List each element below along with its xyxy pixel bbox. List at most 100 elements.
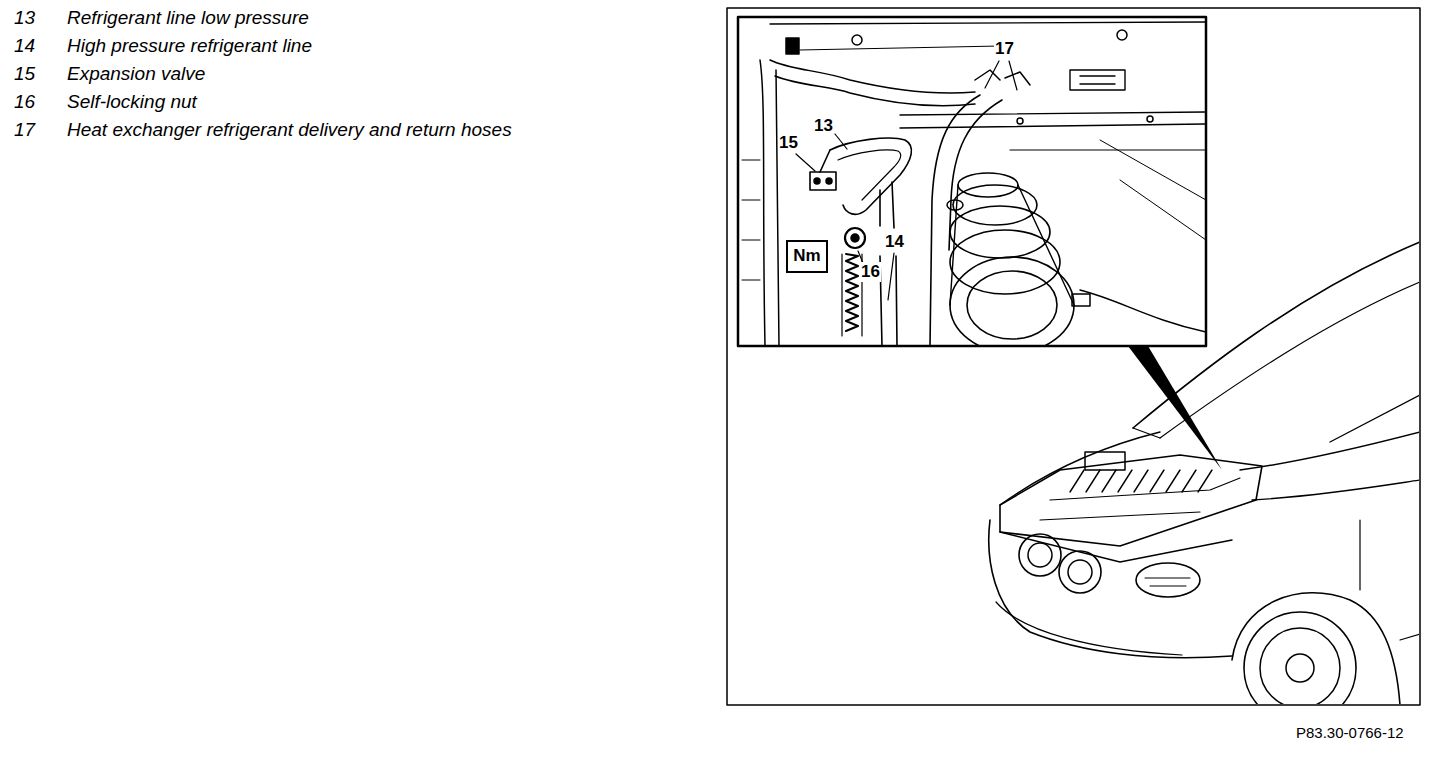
- clip-part: [786, 38, 799, 54]
- callout-number-holder: 13: [813, 116, 834, 136]
- leader-line: [835, 134, 847, 149]
- expansion-valve: [810, 172, 836, 190]
- engine-cover: [1040, 512, 1200, 520]
- valve-bolt: [814, 178, 820, 184]
- low-pressure-line: [820, 150, 830, 172]
- legend-number-holder: 17: [14, 119, 35, 141]
- grille-lamp: [1068, 560, 1092, 584]
- air-intake-duct: [950, 185, 1074, 305]
- leader-line: [888, 253, 894, 300]
- cowl-bar: [900, 112, 1205, 115]
- detail-frame: [738, 17, 1206, 346]
- engine-rib: [1118, 470, 1132, 492]
- grille-lamp: [1019, 534, 1061, 576]
- bolt-hole: [852, 35, 862, 45]
- legend-number-holder: 15: [14, 63, 35, 85]
- bolt: [1147, 116, 1153, 122]
- leader-line: [1009, 61, 1017, 90]
- headlight: [1136, 563, 1200, 597]
- torque-symbol-box: Nm: [786, 240, 828, 273]
- leader-line: [985, 61, 999, 88]
- grille-lamp: [1059, 551, 1101, 593]
- cowl-bar: [900, 124, 1205, 128]
- refrigerant-line-loop: [830, 138, 911, 214]
- body-side-line: [1252, 480, 1419, 500]
- engine-rib: [1070, 470, 1084, 492]
- part-description: Heat exchanger refrigerant delivery and …: [67, 119, 512, 141]
- part-description-holder: Refrigerant line low pressure: [67, 7, 309, 29]
- callout-number-holder: 16: [860, 262, 881, 282]
- panel-line: [1100, 140, 1205, 240]
- engine-rib: [1166, 470, 1180, 492]
- nut-centre: [851, 234, 859, 242]
- engine-rib: [1102, 470, 1116, 492]
- engine-rib: [1198, 470, 1212, 492]
- part-description: Self-locking nut: [67, 91, 197, 113]
- bumper-lower: [996, 602, 1182, 655]
- callout-number-holder: 14: [884, 232, 905, 252]
- callout-number-holder: 17: [994, 39, 1015, 59]
- legend-number: 17: [14, 119, 35, 141]
- air-intake-duct: [967, 271, 1057, 339]
- corrugated-hose: [846, 254, 858, 331]
- wheel-hub: [1286, 654, 1314, 682]
- bolt-hole: [1117, 30, 1127, 40]
- engine-rib: [1150, 470, 1164, 492]
- wheel-arch: [1232, 593, 1400, 704]
- legend-number-holder: 13: [14, 7, 35, 29]
- engine-rib: [1182, 470, 1196, 492]
- legend-number: 13: [14, 7, 35, 29]
- legend-number-holder: 14: [14, 35, 35, 57]
- strut: [776, 70, 779, 345]
- wheel-rim: [1260, 628, 1340, 704]
- headlight-lines: [1145, 578, 1190, 586]
- windshield-edge: [1330, 395, 1419, 442]
- sensor: [947, 200, 963, 210]
- cowl-bar: [1010, 149, 1205, 150]
- callout-number: 17: [994, 39, 1015, 59]
- legend-number: 16: [14, 91, 35, 113]
- front-face-line: [1000, 532, 1232, 562]
- connector-housing: [1070, 70, 1125, 90]
- part-description-holder: Expansion valve: [67, 63, 205, 85]
- valve-bolt: [826, 178, 832, 184]
- callout-number: 15: [778, 133, 799, 153]
- callout-number-holder: 15: [778, 133, 799, 153]
- detail-pointer: [1128, 346, 1222, 470]
- engine-bay: [1000, 455, 1262, 546]
- front-bumper: [989, 520, 1232, 658]
- panel-line: [800, 46, 1000, 50]
- top-hose: [775, 76, 975, 106]
- part-description: High pressure refrigerant line: [67, 35, 312, 57]
- leader-line: [796, 154, 815, 171]
- grille-lamp: [1028, 543, 1052, 567]
- engine-cover: [1050, 478, 1240, 500]
- bracket-line: [1080, 290, 1205, 332]
- engine-rib: [1134, 470, 1148, 492]
- callout-number: 13: [813, 116, 834, 136]
- engine-rib: [1086, 470, 1100, 492]
- air-filter-box: [1085, 452, 1125, 470]
- legend-number-holder: 16: [14, 91, 35, 113]
- callout-number: 16: [860, 262, 881, 282]
- part-description-holder: Self-locking nut: [67, 91, 197, 113]
- fender-line: [1240, 432, 1419, 470]
- figure-frame: [727, 8, 1420, 705]
- part-description-holder: High pressure refrigerant line: [67, 35, 312, 57]
- body-panel-line: [1360, 520, 1419, 640]
- self-locking-nut: [845, 228, 865, 248]
- callout-number: 14: [884, 232, 905, 252]
- hose-fitting: [975, 70, 1030, 85]
- part-description-holder: Heat exchanger refrigerant delivery and …: [67, 119, 512, 141]
- figure-code: P83.30-0766-12: [1296, 724, 1404, 741]
- strut: [760, 60, 765, 345]
- wheel-tyre: [1244, 612, 1356, 704]
- part-description: Expansion valve: [67, 63, 205, 85]
- air-intake-duct: [953, 185, 1037, 225]
- air-intake-duct: [950, 257, 1074, 345]
- legend-number: 14: [14, 35, 35, 57]
- grille-slats: [742, 160, 760, 280]
